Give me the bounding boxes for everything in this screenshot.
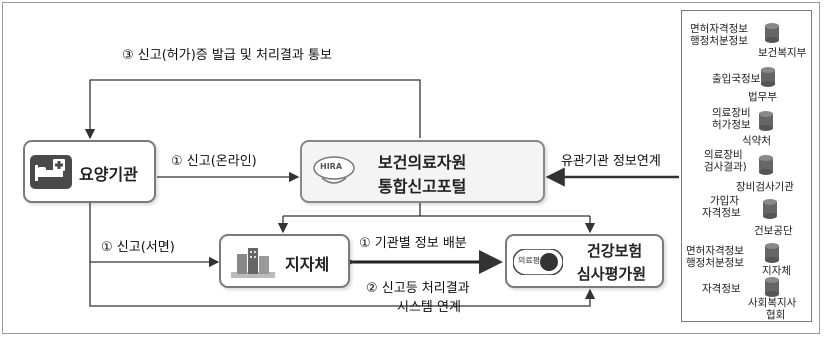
database-icon xyxy=(765,243,779,263)
database-icon xyxy=(765,23,779,43)
agency-info-2a: 의료장비 xyxy=(712,107,751,119)
database-icon xyxy=(759,155,773,175)
agency-org-6b: 협회 xyxy=(766,309,786,321)
agency-org-3: 장비검사기관 xyxy=(736,181,794,193)
label-agency-link: 유관기관 정보연계 xyxy=(561,154,661,169)
agency-org-6a: 사회복지사 xyxy=(748,297,797,309)
node-hira-line1: 건강보험 xyxy=(587,242,643,260)
node-care-facility-label: 요양기관 xyxy=(79,165,138,184)
agency-org-0: 보건복지부 xyxy=(758,47,807,59)
label-link-line2: 시스템 연계 xyxy=(397,300,461,315)
label-link-line1: ② 신고등 처리결과 xyxy=(366,281,470,296)
hira-logo-icon: HIRA xyxy=(312,154,356,190)
agency-panel: 면허자격정보 행정처분정보 보건복지부 출입국정보 법무부 의료장비 허가정보 … xyxy=(681,10,812,322)
node-portal-line2: 통합신고포털 xyxy=(378,177,467,196)
building-icon xyxy=(229,242,277,282)
edge-care-to-hira xyxy=(89,262,596,307)
node-local-gov: 지자체 xyxy=(219,234,350,288)
database-icon xyxy=(759,111,773,131)
agency-info-2b: 허가정보 xyxy=(712,119,751,131)
label-report-online: ① 신고(온라인) xyxy=(171,154,257,169)
node-portal: HIRA 보건의료자원 통합신고포털 xyxy=(300,140,545,203)
agency-org-4: 건보공단 xyxy=(754,225,793,237)
edge-distribute xyxy=(283,203,590,217)
hospital-bed-icon xyxy=(30,155,72,189)
node-hira: 의료평가 건강보험 심사평가원 xyxy=(505,234,664,288)
label-issue-notify: ③ 신고(허가)증 발급 및 처리결과 통보 xyxy=(122,48,332,63)
hira-evaluation-logo-icon: 의료평가 xyxy=(512,248,564,276)
hira-logo-text: 의료평가 xyxy=(518,256,548,265)
diagram-frame xyxy=(2,2,820,334)
database-icon xyxy=(765,277,779,297)
node-care-facility: 요양기관 xyxy=(23,140,156,203)
agency-org-2: 식약처 xyxy=(742,135,771,147)
agency-org-5: 지자체 xyxy=(762,265,791,277)
edge-issue-notify xyxy=(84,79,421,140)
agency-info-6a: 자격정보 xyxy=(702,283,741,295)
agency-info-3a: 의료장비 xyxy=(704,149,743,161)
node-local-gov-label: 지자체 xyxy=(285,255,330,274)
agency-info-4a: 가입자 xyxy=(710,195,739,207)
agency-info-3b: 검사결과) xyxy=(704,161,747,173)
agency-info-0b: 행정처분정보 xyxy=(690,35,748,47)
label-report-paper: ① 신고(서면) xyxy=(101,240,175,255)
label-distribute: ① 기관별 정보 배분 xyxy=(359,236,467,251)
agency-info-5a: 면허자격정보 xyxy=(686,245,744,257)
agency-info-5b: 행정처분정보 xyxy=(686,257,744,269)
database-icon xyxy=(761,67,775,87)
database-icon xyxy=(763,199,777,219)
agency-info-4b: 자격정보 xyxy=(702,207,741,219)
node-portal-line1: 보건의료자원 xyxy=(378,153,467,172)
node-hira-line2: 심사평가원 xyxy=(577,265,647,283)
portal-logo-text: HIRA xyxy=(320,162,343,171)
agency-info-1a: 출입국정보 xyxy=(712,73,761,85)
agency-org-1: 법무부 xyxy=(748,91,777,103)
agency-info-0a: 면허자격정보 xyxy=(690,23,748,35)
